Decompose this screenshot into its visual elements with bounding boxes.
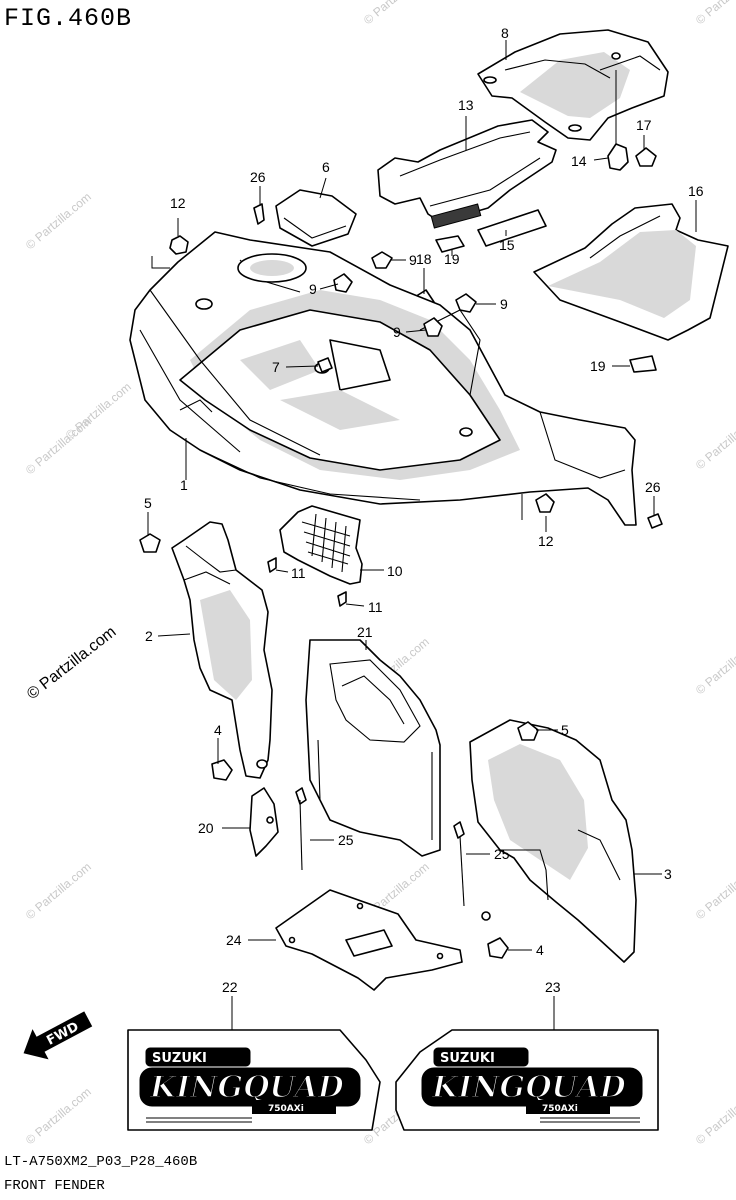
part-6-lid: [275, 189, 357, 247]
callout-11a: 11: [291, 565, 306, 581]
callout-21: 21: [357, 624, 373, 640]
part-12-grommet-top: [169, 235, 189, 255]
watermark: © Partzilla.com: [693, 860, 736, 923]
watermark: © Partzilla.com: [693, 635, 736, 698]
part-20-bracket: [249, 787, 279, 857]
callout-8: 8: [501, 25, 509, 41]
decal-22-brand: SUZUKI: [152, 1051, 207, 1066]
part-25-cable-tie-a: [295, 787, 307, 871]
watermark: © Partzilla.com: [23, 860, 94, 923]
part-26-screw-top: [253, 203, 265, 225]
watermark: © Partzilla.com: [23, 190, 94, 253]
callout-20: 20: [198, 820, 214, 836]
part-13-bracket: [377, 119, 557, 229]
callout-7: 7: [272, 359, 280, 375]
watermark: © Partzilla.com: [23, 1085, 94, 1148]
part-7-nut: [317, 357, 333, 373]
callout-19b: 19: [590, 358, 606, 374]
part-1-front-fender: [129, 231, 637, 526]
callout-9b: 9: [409, 252, 417, 268]
part-15-pad: [477, 209, 547, 247]
figure-name: FRONT FENDER: [4, 1178, 105, 1194]
callout-9d: 9: [393, 324, 401, 340]
watermark: © Partzilla.com: [693, 1085, 736, 1148]
part-9-clip-c: [455, 293, 477, 313]
callout-2: 2: [145, 628, 153, 644]
part-5-clip-right: [517, 721, 539, 741]
part-5-clip-left: [139, 533, 161, 553]
part-11-screw-b: [337, 591, 347, 607]
part-17-fastener: [635, 147, 657, 167]
callout-26a: 26: [250, 169, 266, 185]
callout-15: 15: [499, 237, 515, 253]
callout-25a: 25: [338, 832, 354, 848]
callout-13: 13: [458, 97, 474, 113]
part-23-decal: SUZUKI KINGQUAD 750AXi: [395, 1029, 659, 1131]
callout-4b: 4: [536, 942, 544, 958]
callout-9a: 9: [309, 281, 317, 297]
part-25-cable-tie-b: [453, 821, 465, 907]
part-22-decal: SUZUKI KINGQUAD 750AXi: [127, 1029, 381, 1131]
part-24-plate: [275, 889, 463, 991]
callout-3: 3: [664, 866, 672, 882]
part-10-grille: [279, 505, 363, 585]
part-19-cushion-a: [435, 235, 465, 253]
callout-18: 18: [416, 251, 432, 267]
callout-12a: 12: [170, 195, 186, 211]
callout-24: 24: [226, 932, 242, 948]
leader-lines: [147, 40, 697, 1030]
callout-10: 10: [387, 563, 403, 579]
part-16-side-cover: [533, 203, 729, 341]
decal-23-model: KINGQUAD: [431, 1070, 626, 1105]
callout-4a: 4: [214, 722, 222, 738]
callout-26b: 26: [645, 479, 661, 495]
part-9-clip-b: [371, 251, 393, 269]
decal-23-brand: SUZUKI: [440, 1051, 495, 1066]
figure-code: LT-A750XM2_P03_P28_460B: [4, 1154, 198, 1170]
callout-16: 16: [688, 183, 704, 199]
part-26-screw-bottom: [647, 513, 663, 529]
watermark: © Partzilla.com: [361, 0, 432, 27]
callout-11b: 11: [368, 599, 383, 615]
part-21-center-panel: [305, 639, 441, 857]
callout-14: 14: [571, 153, 587, 169]
part-4-clip-right: [487, 937, 509, 959]
part-9-clip-d: [423, 317, 443, 337]
decal-22-model: KINGQUAD: [149, 1070, 344, 1105]
part-2-left-panel: [171, 521, 273, 779]
callout-5a: 5: [144, 495, 152, 511]
part-19-cushion-b: [629, 355, 657, 373]
callout-1: 1: [180, 477, 188, 493]
callout-22: 22: [222, 979, 238, 995]
fwd-arrow: FWD: [23, 1011, 93, 1060]
part-11-screw-a: [267, 557, 277, 573]
part-9-clip-a: [333, 273, 353, 293]
callout-5b: 5: [561, 722, 569, 738]
callout-25b: 25: [494, 846, 510, 862]
callout-labels: 1 2 3 4 4 5 5 6 7 8 9 9 9 9 10 11 11 12 …: [144, 25, 704, 995]
decal-22-sub: 750AXi: [268, 1104, 304, 1114]
part-12-grommet-bottom: [535, 493, 555, 513]
callout-19a: 19: [444, 251, 460, 267]
watermark: © Partzilla.com: [693, 0, 736, 27]
decal-23-sub: 750AXi: [542, 1104, 578, 1114]
callout-9c: 9: [500, 296, 508, 312]
part-14-fastener: [607, 70, 629, 171]
watermark: © Partzilla.com: [693, 410, 736, 473]
part-8-upper-cover: [477, 29, 669, 141]
fasteners: [139, 203, 663, 959]
callout-6: 6: [322, 159, 330, 175]
watermark-large: © Partzilla.com: [24, 623, 119, 703]
part-4-clip-left: [211, 759, 233, 781]
callout-23: 23: [545, 979, 561, 995]
part-3-right-panel: [469, 719, 637, 963]
watermark: © Partzilla.com: [63, 380, 134, 443]
figure-title: FIG.460B: [4, 4, 133, 33]
callout-17: 17: [636, 117, 652, 133]
callout-12b: 12: [538, 533, 554, 549]
